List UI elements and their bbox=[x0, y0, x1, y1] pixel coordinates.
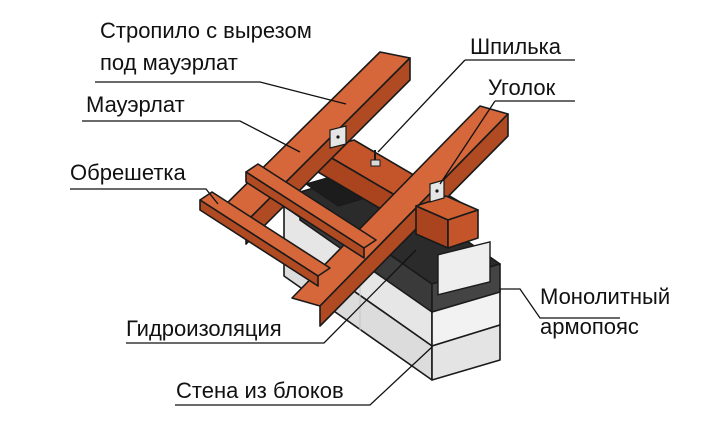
label-stud: Шпилька bbox=[470, 34, 562, 59]
labels: Стропило с вырезом под мауэрлат Шпилька … bbox=[70, 18, 670, 403]
label-corner: Уголок bbox=[488, 75, 556, 100]
label-wall: Стена из блоков bbox=[176, 378, 344, 403]
stud-rod bbox=[370, 150, 381, 167]
label-monolith-line1: Монолитный bbox=[540, 284, 670, 309]
rafter-near bbox=[291, 105, 509, 327]
label-monolith-line2: армопояс bbox=[540, 314, 639, 339]
label-rafter-line1: Стропило с вырезом bbox=[100, 18, 312, 43]
label-rafter-line2: под мауэрлат bbox=[100, 50, 238, 75]
leader-lines bbox=[70, 59, 620, 406]
label-waterproofing: Гидроизоляция bbox=[126, 316, 282, 341]
corner-bracket bbox=[329, 125, 445, 203]
label-mauerlat: Мауэрлат bbox=[86, 92, 185, 117]
label-batten: Обрешетка bbox=[70, 160, 187, 185]
battens bbox=[199, 163, 377, 287]
